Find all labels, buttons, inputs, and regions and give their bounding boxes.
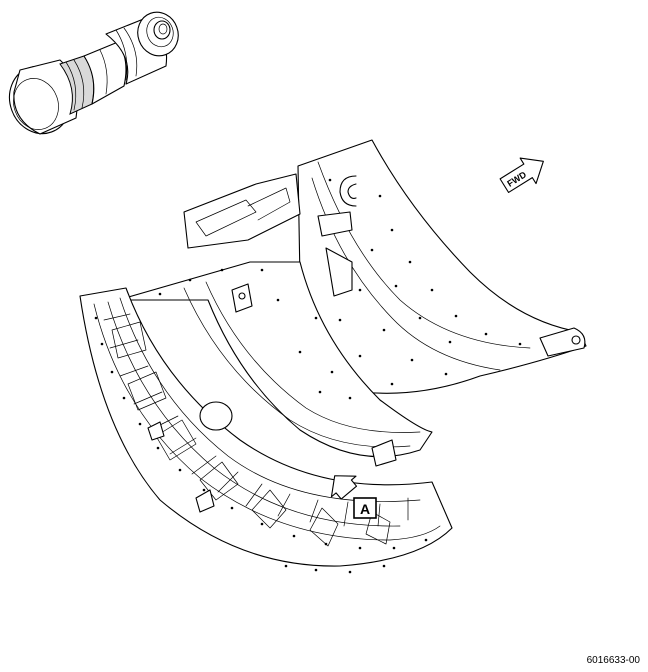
forward-direction-arrow: FWD <box>499 157 544 193</box>
callout-a: A <box>353 497 377 519</box>
fitting-detail <box>8 11 179 135</box>
callout-a-label: A <box>360 501 370 517</box>
fastener-dots <box>94 178 522 574</box>
figure-number: 6016633-00 <box>586 655 640 666</box>
ring-ribs <box>103 313 409 527</box>
view-arrow <box>330 475 358 500</box>
fairing-assembly <box>79 139 587 574</box>
